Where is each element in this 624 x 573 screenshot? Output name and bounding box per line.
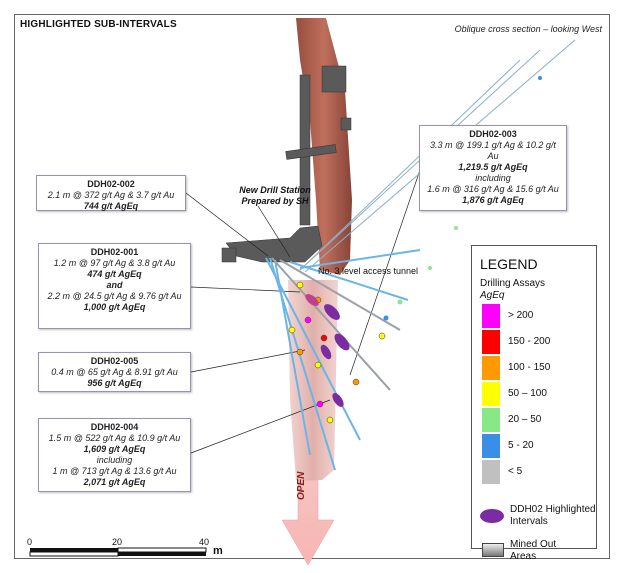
- callout-ddh02-004: DDH02-004 1.5 m @ 522 g/t Ag & 10.9 g/t …: [38, 418, 191, 492]
- legend-class-label: 100 - 150: [508, 362, 551, 373]
- grade-line: 1,609 g/t AgEq: [83, 444, 146, 454]
- mined-out-swatch: [482, 543, 504, 557]
- legend-subtitle-1: Drilling Assays: [480, 278, 546, 289]
- hole-id: DDH02-002: [87, 179, 135, 189]
- interval-line-2: 1 m @ 713 g/t Ag & 13.6 g/t Au: [52, 466, 177, 476]
- grade-line: 474 g/t AgEq: [87, 269, 142, 279]
- legend-swatch: [482, 408, 500, 432]
- hole-id: DDH02-003: [469, 129, 517, 139]
- drill-station-label: New Drill Station Prepared by SH: [230, 185, 320, 207]
- callout-ddh02-002: DDH02-002 2.1 m @ 372 g/t Ag & 3.7 g/t A…: [36, 175, 186, 211]
- callout-ddh02-005: DDH02-005 0.4 m @ 65 g/t Ag & 8.91 g/t A…: [38, 352, 191, 392]
- highlight-line2: Intervals: [510, 516, 548, 527]
- legend-class-label: 50 – 100: [508, 388, 547, 399]
- assay-markers: [288, 76, 542, 424]
- open-arrow: [281, 479, 335, 566]
- grade-line-2: 1,000 g/t AgEq: [83, 302, 146, 312]
- open-label: OPEN: [296, 471, 307, 500]
- scale-tick-40: 40: [199, 537, 210, 547]
- grade-line: 956 g/t AgEq: [87, 378, 142, 388]
- interval-line: 1.5 m @ 522 g/t Ag & 10.9 g/t Au: [48, 433, 181, 443]
- callout-ddh02-001: DDH02-001 1.2 m @ 97 g/t Ag & 3.8 g/t Au…: [38, 243, 191, 329]
- legend-class-label: < 5: [508, 466, 523, 477]
- legend-swatch: [482, 356, 500, 380]
- figure-title: HIGHLIGHTED SUB-INTERVALS: [20, 19, 177, 30]
- legend-swatch: [482, 460, 500, 484]
- leader-lines: [185, 169, 421, 454]
- including-word: including: [475, 173, 511, 183]
- legend-subtitle: Drilling Assays AgEq: [480, 278, 545, 302]
- grade-line-2: 2,071 g/t AgEq: [83, 477, 146, 487]
- legend-swatch: [482, 382, 500, 406]
- scale-tick-20: 20: [112, 537, 123, 547]
- and-word: and: [106, 280, 123, 290]
- legend-swatch: [482, 304, 500, 328]
- scale-unit: m: [213, 545, 223, 557]
- legend-swatch: [482, 434, 500, 458]
- legend-class-label: 5 - 20: [508, 440, 534, 451]
- mined-out-label: Mined Out Areas: [510, 539, 556, 563]
- legend-swatch: [482, 330, 500, 354]
- hole-id: DDH02-005: [90, 356, 139, 366]
- interval-line: 2.1 m @ 372 g/t Ag & 3.7 g/t Au: [47, 190, 175, 200]
- view-direction: Oblique cross section – looking West: [454, 24, 602, 34]
- highlight-line1: DDH02 Highlighted: [510, 504, 596, 515]
- hole-id: DDH02-001: [90, 247, 139, 257]
- tunnel-label: No. 3 level access tunnel: [318, 266, 419, 276]
- scale-tick-0: 0: [27, 537, 33, 547]
- interval-line: 1.2 m @ 97 g/t Ag & 3.8 g/t Au: [53, 258, 176, 268]
- interval-line-cont: Au: [487, 151, 499, 161]
- drill-holes: [265, 39, 576, 471]
- mine-workings: [221, 65, 352, 263]
- including-word: including: [96, 455, 133, 465]
- hole-id: DDH02-004: [90, 422, 139, 432]
- legend-subtitle-2: AgEq: [480, 290, 505, 301]
- grade-line-2: 1,876 g/t AgEq: [462, 195, 524, 205]
- legend: LEGEND Drilling Assays AgEq > 200 150 - 2…: [471, 245, 597, 562]
- grade-line: 1,219.5 g/t AgEq: [458, 162, 528, 172]
- scale-bar: [29, 547, 207, 557]
- callout-ddh02-003: DDH02-003 3.3 m @ 199.1 g/t Ag & 10.2 g/…: [419, 125, 567, 211]
- legend-title: LEGEND: [480, 256, 538, 272]
- drill-station-line2: Prepared by SH: [241, 196, 309, 206]
- interval-line: 0.4 m @ 65 g/t Ag & 8.91 g/t Au: [51, 367, 178, 377]
- legend-class-label: 20 – 50: [508, 414, 542, 425]
- legend-class-label: 150 - 200: [508, 336, 551, 347]
- legend-class-label: > 200: [508, 310, 534, 321]
- mined-line2: Areas: [510, 551, 537, 562]
- mined-line1: Mined Out: [510, 539, 557, 550]
- grade-line: 744 g/t AgEq: [83, 201, 139, 211]
- interval-line: 3.3 m @ 199.1 g/t Ag & 10.2 g/t: [430, 140, 556, 150]
- interval-line-2: 2.2 m @ 24.5 g/t Ag & 9.76 g/t Au: [47, 291, 182, 301]
- highlight-interval-swatch: [480, 509, 504, 523]
- highlight-interval-label: DDH02 Highlighted Intervals: [510, 504, 596, 528]
- drill-station-line1: New Drill Station: [239, 185, 311, 195]
- interval-line-2: 1.6 m @ 316 g/t Ag & 15.6 g/t Au: [427, 184, 559, 194]
- vein-lower: [288, 280, 338, 480]
